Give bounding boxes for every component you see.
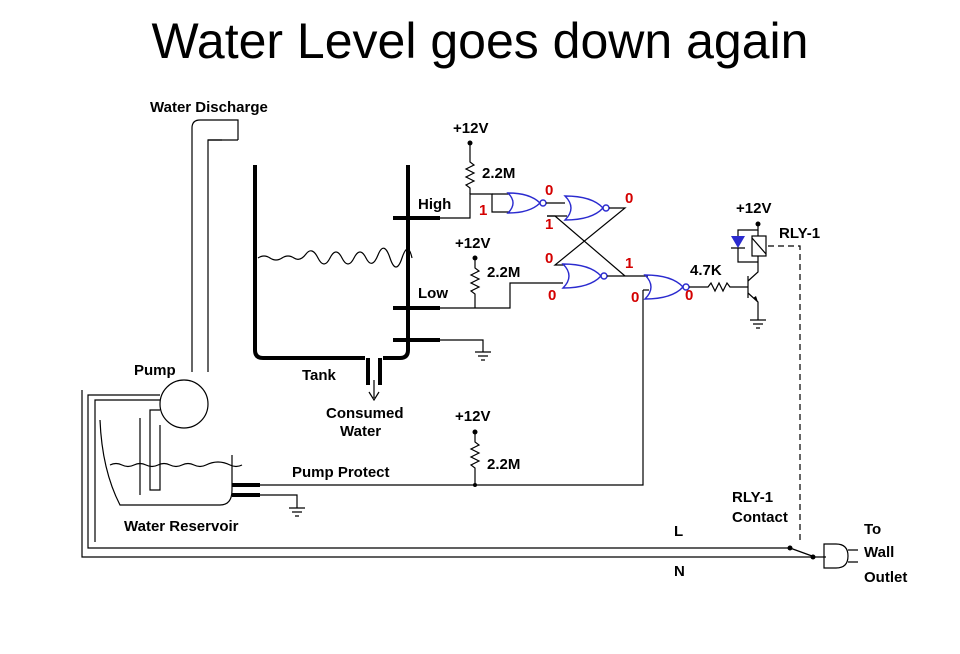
- consumed-water-label-2: Water: [340, 423, 381, 440]
- pump-label: Pump: [134, 362, 176, 379]
- high-electrode-label: High: [418, 196, 451, 213]
- pump-protect-label: Pump Protect: [292, 464, 390, 481]
- state-nor-bottom-input-a: 0: [545, 250, 553, 267]
- high-resistor-value: 2.2M: [482, 165, 515, 182]
- high-pullup-resistor: [440, 140, 510, 219]
- vcc-label: +12V: [736, 200, 771, 217]
- low-electrode-label: Low: [418, 285, 448, 302]
- relay-contact-label-1: RLY-1: [732, 489, 773, 506]
- water-reservoir: [99, 419, 260, 506]
- outlet-label-1: To: [864, 521, 881, 538]
- state-inverter-output: 0: [545, 182, 553, 199]
- base-resistor-value: 4.7K: [690, 262, 722, 279]
- mains-wiring: [81, 390, 826, 560]
- state-nor-bottom-output: 1: [625, 255, 633, 272]
- state-nor-output-input-b: 0: [631, 289, 639, 306]
- nor-gate-top: [547, 195, 627, 266]
- vcc-label: +12V: [453, 120, 488, 137]
- plug-icon: [823, 543, 858, 569]
- line-n-label: N: [674, 563, 685, 580]
- relay-label: RLY-1: [779, 225, 820, 242]
- relay-contact-label-2: Contact: [732, 509, 788, 526]
- state-nor-top-output: 0: [625, 190, 633, 207]
- slide-title: Water Level goes down again: [151, 13, 809, 69]
- relay-coil: [731, 221, 801, 540]
- tank: [253, 165, 440, 402]
- state-nor-output-output: 0: [685, 287, 693, 304]
- ground-icon: [260, 494, 305, 517]
- state-inverter-input: 1: [479, 202, 487, 219]
- water-reservoir-label: Water Reservoir: [124, 518, 239, 535]
- state-nor-bottom-input-low: 0: [548, 287, 556, 304]
- vcc-label: +12V: [455, 408, 490, 425]
- inverter-gate: [506, 192, 565, 214]
- line-l-label: L: [674, 523, 683, 540]
- outlet-label-3: Outlet: [864, 569, 907, 586]
- state-nor-top-input-b: 1: [545, 216, 553, 233]
- low-pullup-resistor: [440, 255, 563, 309]
- protect-resistor-value: 2.2M: [487, 456, 520, 473]
- pump-icon: [139, 379, 209, 495]
- nor-gate-bottom: [547, 215, 648, 289]
- nor-gate-output: [643, 274, 742, 300]
- low-resistor-value: 2.2M: [487, 264, 520, 281]
- protect-pullup-resistor: [469, 429, 481, 487]
- water-discharge-label: Water Discharge: [150, 99, 268, 116]
- consumed-water-label-1: Consumed: [326, 405, 404, 422]
- vcc-label: +12V: [455, 235, 490, 252]
- ground-icon: [440, 339, 491, 361]
- tank-label: Tank: [302, 367, 337, 384]
- npn-transistor: [742, 262, 766, 329]
- pump-protect-wire: [260, 290, 644, 486]
- outlet-label-2: Wall: [864, 544, 894, 561]
- discharge-pipe: [191, 119, 239, 372]
